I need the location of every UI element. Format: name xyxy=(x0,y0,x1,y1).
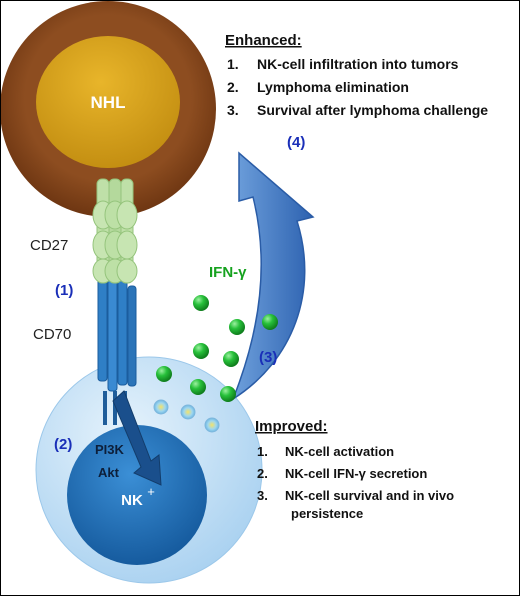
enhanced-heading: Enhanced: xyxy=(225,32,302,49)
enhanced-item-text: Lymphoma elimination xyxy=(257,79,409,95)
ifn-gamma-molecules xyxy=(156,295,278,402)
nhl-label: NHL xyxy=(91,93,126,112)
ifn-gamma-dot xyxy=(262,314,278,330)
improved-heading: Improved: xyxy=(255,418,328,435)
improved-list: Improved: 1. NK-cell activation 2. NK-ce… xyxy=(255,418,454,521)
cd70-tail xyxy=(113,391,117,425)
enhanced-item-number: 3. xyxy=(227,102,239,118)
improved-item-text: NK-cell survival and in vivo xyxy=(285,488,454,503)
enhanced-list: Enhanced: 1. NK-cell infiltration into t… xyxy=(225,32,488,118)
enhanced-item-number: 1. xyxy=(227,56,239,72)
cd70-bar xyxy=(117,278,128,386)
step-2-label: (2) xyxy=(54,436,72,453)
improved-item-text-continued: persistence xyxy=(291,506,363,521)
ifn-gamma-dot xyxy=(193,295,209,311)
cd27-label: CD27 xyxy=(30,237,68,254)
improved-item-number: 2. xyxy=(257,466,268,481)
granules xyxy=(153,399,220,433)
nk-superscript: + xyxy=(147,484,155,499)
nhl-nucleus xyxy=(36,36,180,168)
cd27-domain xyxy=(116,200,138,230)
step-4-label: (4) xyxy=(287,134,305,151)
improved-item-number: 1. xyxy=(257,444,268,459)
ifn-gamma-dot xyxy=(229,319,245,335)
improved-item-number: 3. xyxy=(257,488,268,503)
step-3-label: (3) xyxy=(259,349,277,366)
improved-item-text: NK-cell activation xyxy=(285,444,394,459)
improved-item-text: NK-cell IFN-γ secretion xyxy=(285,466,427,481)
ifn-gamma-dot xyxy=(193,343,209,359)
nk-nucleus xyxy=(67,425,207,565)
granule-icon xyxy=(204,417,220,433)
step-1-label: (1) xyxy=(55,282,73,299)
pi3k-label: PI3K xyxy=(95,442,125,457)
cd70-bar xyxy=(127,285,137,387)
ifn-gamma-label: IFN-γ xyxy=(209,264,247,281)
ifn-gamma-dot xyxy=(223,351,239,367)
cd70-label: CD70 xyxy=(33,326,71,343)
signaling-arrow-shape xyxy=(112,390,162,486)
ifn-gamma-dot xyxy=(220,386,236,402)
cd70-bar xyxy=(107,270,118,392)
granule-icon xyxy=(180,404,196,420)
cd70-bar xyxy=(97,278,108,382)
cd27-receptor xyxy=(92,178,138,284)
enhanced-item-text: NK-cell infiltration into tumors xyxy=(257,56,459,72)
nhl-cell: NHL xyxy=(1,1,216,217)
enhanced-item-number: 2. xyxy=(227,79,239,95)
ifn-gamma-dot xyxy=(190,379,206,395)
cd27-domain xyxy=(116,258,138,284)
ifn-gamma-dot xyxy=(156,366,172,382)
nk-label: NK xyxy=(121,492,143,509)
cd27-domain xyxy=(116,230,138,260)
akt-label: Akt xyxy=(98,465,120,480)
cd70-tail xyxy=(103,391,107,425)
signaling-arrow xyxy=(112,390,162,486)
feedback-arrow xyxy=(231,151,315,401)
enhanced-item-text: Survival after lymphoma challenge xyxy=(257,102,488,118)
feedback-arrow-shape xyxy=(231,151,315,401)
granule-icon xyxy=(153,399,169,415)
